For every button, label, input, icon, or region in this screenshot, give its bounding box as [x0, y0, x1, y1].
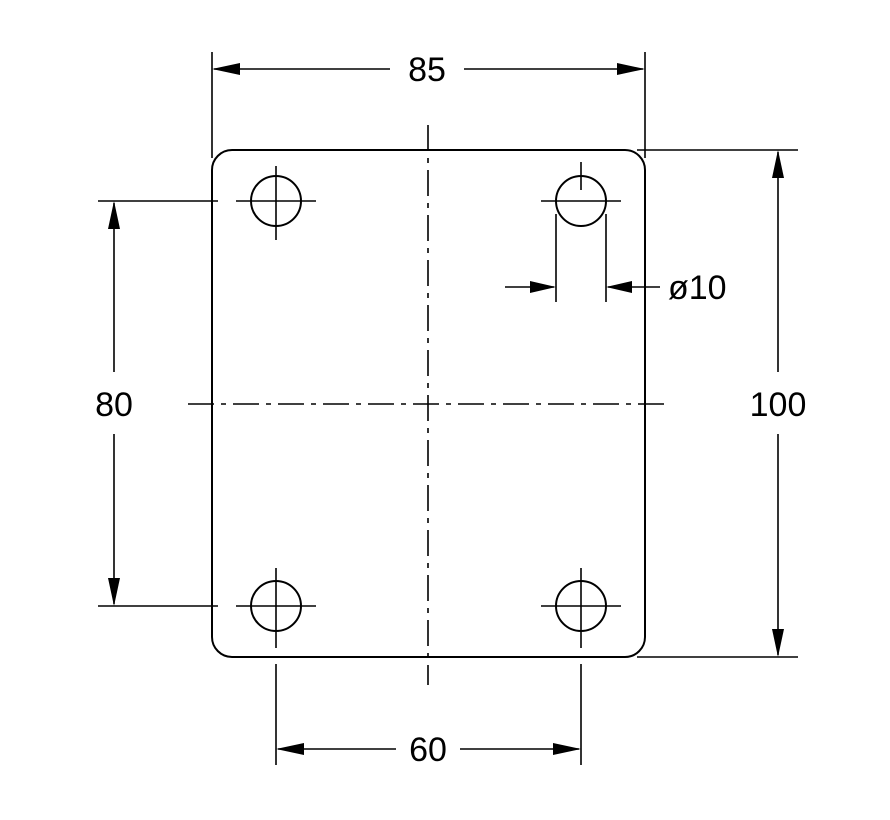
hole-top-left	[236, 166, 316, 240]
hole-top-right	[541, 162, 621, 227]
dimension-horizontal-hole-spacing: 60	[275, 664, 582, 769]
dimension-horizontal-hole-spacing-label: 60	[409, 731, 447, 769]
dimension-width-label: 85	[408, 51, 446, 89]
dimension-hole-diameter: ø10	[505, 214, 727, 307]
dimension-width: 85	[211, 51, 646, 158]
hole-bottom-left	[236, 568, 316, 648]
dimension-height: 100	[637, 149, 807, 658]
dimension-height-label: 100	[750, 386, 807, 424]
dimension-vertical-hole-spacing-label: 80	[95, 386, 133, 424]
hole-bottom-right	[541, 568, 621, 648]
dimension-hole-diameter-label: ø10	[668, 269, 727, 307]
dimension-vertical-hole-spacing: 80	[95, 200, 218, 607]
